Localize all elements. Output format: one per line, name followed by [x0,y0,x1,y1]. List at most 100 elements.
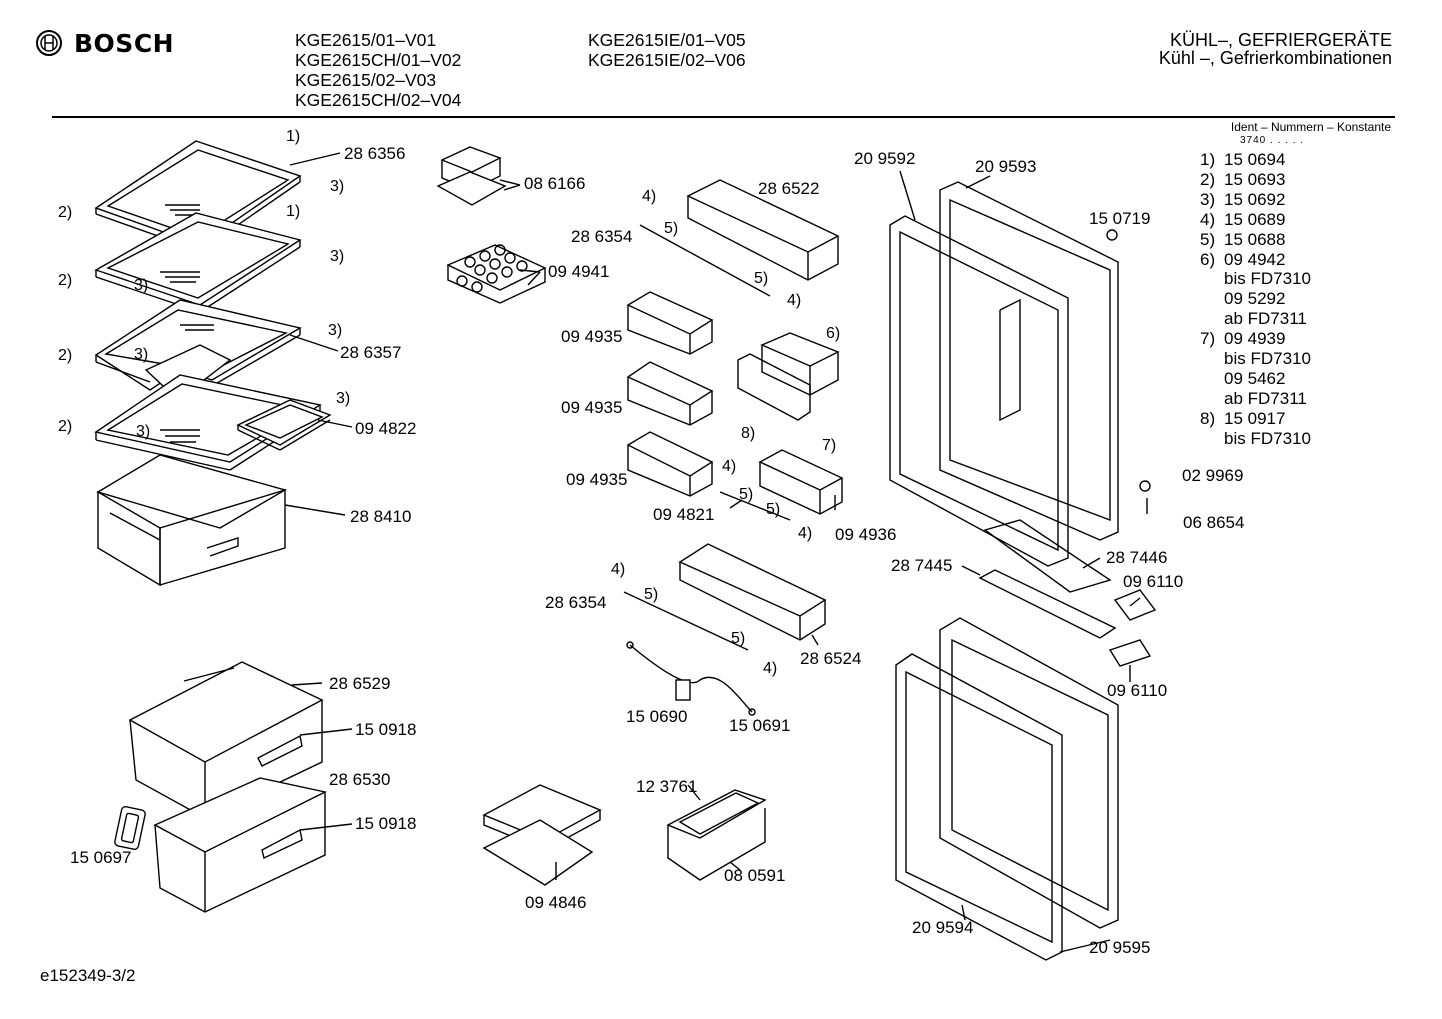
ref-marker: 5) [664,220,679,237]
legend-row: 8)15 0917 [1200,409,1311,429]
ident-constant: 3740 . . . . . [1240,135,1305,146]
vegetable-drawer-lower [153,777,328,913]
legend-row: 6)09 4942 [1200,250,1311,270]
ref-marker: 7) [822,437,837,454]
drawer-handle-part [114,805,146,851]
ident-header: Ident – Nummern – Konstante [1230,120,1391,134]
ref-marker: 3) [328,322,343,339]
ref-marker: 1) [286,128,301,145]
part-label: 28 6529 [329,674,391,693]
egg-box [436,146,507,206]
part-label: 09 4821 [653,505,715,524]
part-label: 02 9969 [1182,466,1244,485]
legend-value: 15 0693 [1224,169,1286,189]
legend-key: 2) [1200,169,1216,189]
legend-value: 15 0689 [1224,209,1286,229]
part-label: 09 4846 [525,893,587,912]
part-label: 15 0918 [355,720,417,739]
legend-key: 8) [1200,408,1216,428]
ref-marker: 5) [766,501,781,518]
part-label: 09 4941 [548,262,610,281]
legend-key: 6) [1200,249,1216,269]
ref-marker: 2) [58,272,73,289]
legend-row: bis FD7310 [1200,269,1311,289]
ref-marker: 3) [330,248,345,265]
header-divider [52,116,1395,118]
legend-row: 09 5292 [1200,289,1311,309]
door-rack-lower [623,543,827,651]
part-label: 20 9593 [975,157,1037,176]
part-label: 28 6530 [329,770,391,789]
model-number: KGE2615CH/01–V02 [295,50,462,70]
part-label: 15 0691 [729,716,791,735]
ref-marker: 4) [611,561,626,578]
legend-value: 09 4939 [1224,329,1286,349]
ref-marker: 3) [134,277,149,294]
legend-value: bis FD7310 [1224,269,1311,289]
ref-marker: 3) [134,346,149,363]
bosch-logo-icon [36,30,62,56]
part-label: 08 0591 [724,866,786,885]
cold-packs [482,784,602,886]
part-label: 28 6357 [340,343,402,362]
part-label: 09 4935 [561,327,623,346]
legend-row: 1)15 0694 [1200,150,1311,170]
dairy-compartment [737,332,840,421]
egg-tray [446,244,547,304]
legend-value: bis FD7310 [1224,428,1311,448]
ref-marker: 4) [763,660,778,677]
part-label: 15 0697 [70,848,132,867]
legend-value: 15 0688 [1224,229,1286,249]
ref-marker: 3) [336,390,351,407]
part-label: 08 6166 [524,174,586,193]
crisper-cover [96,454,287,587]
ref-marker: 2) [58,418,73,435]
door-tray-2 [626,361,714,426]
title-line-1: KÜHL–, GEFRIERGERÄTE [1169,30,1392,50]
part-label: 28 6356 [344,144,406,163]
legend-row: 3)15 0692 [1200,190,1311,210]
part-label: 15 0918 [355,814,417,833]
ref-marker: 5) [739,486,754,503]
drawing-id: e152349-3/2 [40,966,136,985]
legend-row: ab FD7311 [1200,389,1311,409]
hinge-cover [1108,589,1157,667]
title-line-2: Kühl –, Gefrierkombinationen [1158,48,1392,68]
part-label: 20 9595 [1089,938,1151,957]
ice-tray [666,789,767,881]
part-label: 28 7445 [891,556,953,575]
legend-row: bis FD7310 [1200,429,1311,449]
model-list-2: KGE2615IE/01–V05 KGE2615IE/02–V06 [588,30,746,70]
part-label: 12 3761 [636,777,698,796]
freezer-door [939,617,1119,929]
legend-key: 3) [1200,189,1216,209]
part-label: 06 8654 [1183,513,1245,532]
glass-shelf-2 [94,212,302,313]
legend-key: 7) [1200,329,1216,349]
brand-block: BOSCH [34,28,174,58]
legend-row: 4) 15 0689 [1200,210,1311,230]
legend-value: bis FD7310 [1224,349,1311,369]
legend-row: 5)15 0688 [1200,230,1311,250]
part-label: 20 9592 [854,149,916,168]
part-label: 15 0690 [626,707,688,726]
ref-marker: 5) [644,586,659,603]
model-number: KGE2615/02–V03 [295,70,437,90]
ref-marker: 1) [286,203,301,220]
fridge-gasket [889,215,1069,567]
ref-marker: 3) [330,178,345,195]
door-tray-1 [626,291,714,355]
brand-name: BOSCH [74,28,175,58]
legend-key: 4) [1200,209,1216,229]
part-label: 09 4822 [355,419,417,438]
hinge-bar [978,519,1117,639]
part-label: 09 6110 [1107,681,1168,700]
ref-marker: 2) [58,347,73,364]
part-label: 28 6354 [545,593,607,612]
legend-value: ab FD7311 [1224,388,1307,408]
model-number: KGE2615/01–V01 [295,30,437,50]
door-tray-small [719,449,844,521]
ref-marker: 5) [731,630,746,647]
ref-marker: 8) [741,425,756,442]
